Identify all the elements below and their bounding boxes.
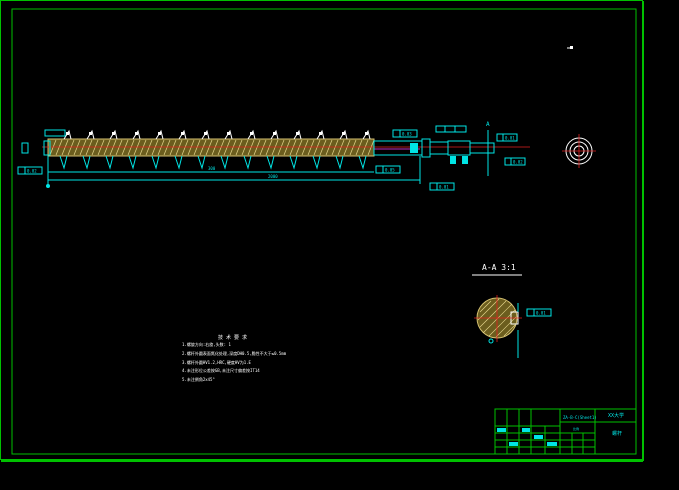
outer-frame bbox=[0, 0, 643, 460]
title-company: XX大学 bbox=[608, 412, 624, 419]
end-view bbox=[562, 134, 596, 168]
title-scale: 比例 bbox=[573, 426, 579, 431]
flight-pitch-ticks bbox=[66, 132, 368, 135]
tolerance-frame-2: 0.03 bbox=[392, 129, 418, 138]
tolerance-frame-5: 0.05 bbox=[375, 165, 401, 174]
screw-tip bbox=[43, 140, 51, 156]
shank-step-1 bbox=[421, 138, 431, 158]
tolerance-frame-aa: 0.01 bbox=[526, 308, 552, 317]
left-dim-box bbox=[44, 129, 66, 137]
tech-line-5: 5.未注倒角2x45° bbox=[182, 376, 215, 382]
svg-text:0.01: 0.01 bbox=[505, 136, 515, 141]
svg-text:0.01: 0.01 bbox=[536, 311, 546, 316]
shank-end bbox=[469, 142, 495, 154]
tolerance-frame-7 bbox=[435, 125, 467, 133]
screw-flights bbox=[49, 139, 375, 156]
screw-main-view: 2000 300 0.02 0.03 0.01 0.02 0.05 bbox=[17, 121, 530, 191]
tech-line-1: 1.螺旋方向:右旋,头数: 1 bbox=[182, 341, 231, 347]
revision-mark bbox=[567, 46, 573, 49]
svg-text:0.03: 0.03 bbox=[402, 132, 412, 137]
tolerance-frame-1: 0.02 bbox=[17, 166, 43, 175]
tech-requirements: 技 术 要 求 1.螺旋方向:右旋,头数: 1 2.螺杆外圆表面氮化处理,深度D… bbox=[182, 334, 287, 382]
title-block: ZA-B-C(Sheet1) XX大学 螺杆 比例 bbox=[494, 408, 637, 455]
tolerance-frame-4: 0.02 bbox=[504, 157, 526, 166]
section-view-aa: A-A 3:1 0.01 bbox=[472, 263, 552, 358]
section-title: A-A 3:1 bbox=[482, 263, 516, 272]
groove-1 bbox=[450, 156, 456, 164]
title-drawing-name: ZA-B-C(Sheet1) bbox=[563, 415, 597, 420]
tech-heading: 技 术 要 求 bbox=[218, 334, 247, 341]
shank-step-3 bbox=[447, 140, 471, 156]
thread-teeth bbox=[59, 129, 371, 170]
inner-frame bbox=[11, 8, 637, 455]
tolerance-frame-3: 0.01 bbox=[496, 133, 518, 142]
keyway bbox=[410, 143, 418, 153]
left-label-box bbox=[21, 142, 29, 154]
svg-text:0.02: 0.02 bbox=[27, 169, 37, 174]
svg-text:0.05: 0.05 bbox=[385, 168, 395, 173]
dim-overall: 2000 bbox=[268, 174, 278, 179]
groove-2 bbox=[462, 156, 468, 164]
tolerance-frame-6: 0.01 bbox=[429, 182, 455, 191]
svg-text:0.02: 0.02 bbox=[513, 160, 523, 165]
tech-line-3: 3.螺杆外圆HV1.2,HRC,硬度HV为1.E bbox=[182, 359, 252, 365]
title-part-name: 螺杆 bbox=[612, 430, 622, 437]
tech-line-2: 2.螺杆外圆表面氮化处理,深度DH0.5,脆性不大于≤0.5mm bbox=[182, 350, 287, 356]
tech-line-4: 4.未注形位公差按GB,未注尺寸偏差按IT14 bbox=[182, 367, 260, 373]
dim-flight: 300 bbox=[208, 166, 216, 171]
svg-text:0.01: 0.01 bbox=[439, 185, 449, 190]
section-marker-a: A bbox=[486, 121, 490, 128]
shank-step-2 bbox=[429, 141, 449, 155]
